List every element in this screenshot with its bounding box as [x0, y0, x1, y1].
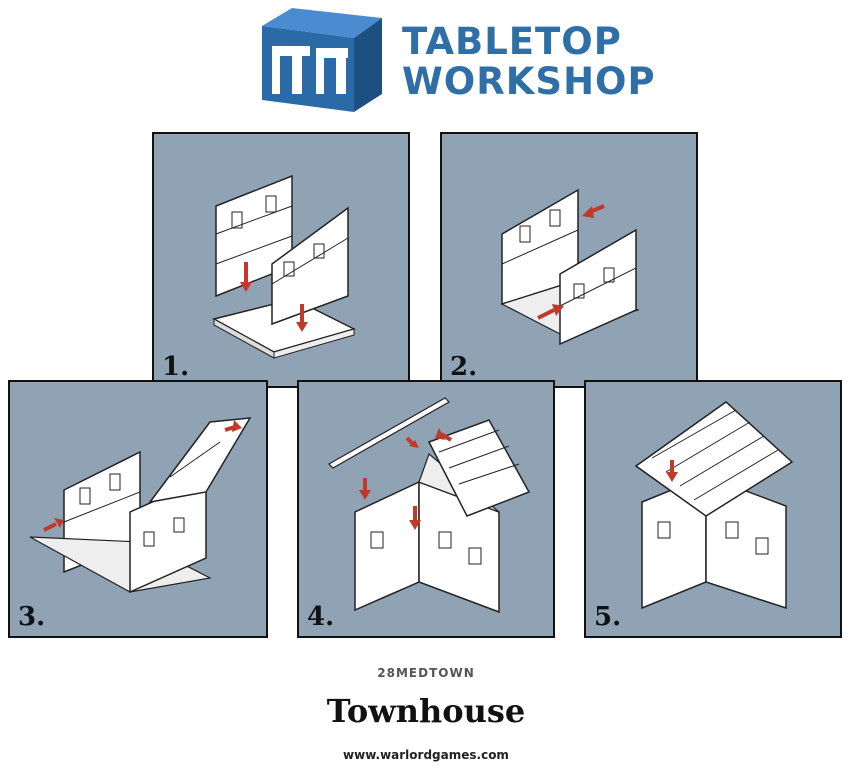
step-1-illustration [154, 134, 410, 388]
step-number: 2. [450, 352, 477, 382]
step-4-panel: 4. [297, 380, 555, 638]
brand-logo: TABLETOP WORKSHOP [262, 8, 642, 118]
step-5-illustration [586, 382, 842, 638]
step-number: 5. [594, 602, 621, 632]
step-number: 3. [18, 602, 45, 632]
cube-logo-icon [262, 8, 382, 112]
step-2-illustration [442, 134, 698, 388]
step-5-panel: 5. [584, 380, 842, 638]
brand-line2: WORKSHOP [402, 62, 656, 102]
product-title: Townhouse [0, 692, 852, 730]
step-4-illustration [299, 382, 555, 638]
website-url: www.warlordgames.com [0, 748, 852, 762]
step-3-illustration [10, 382, 268, 638]
step-1-panel: 1. [152, 132, 410, 388]
brand-line1: TABLETOP [402, 22, 656, 62]
step-2-panel: 2. [440, 132, 698, 388]
brand-wordmark: TABLETOP WORKSHOP [402, 22, 656, 102]
step-number: 4. [307, 602, 334, 632]
step-number: 1. [162, 352, 189, 382]
step-3-panel: 3. [8, 380, 268, 638]
product-series: 28MEDTOWN [0, 666, 852, 680]
